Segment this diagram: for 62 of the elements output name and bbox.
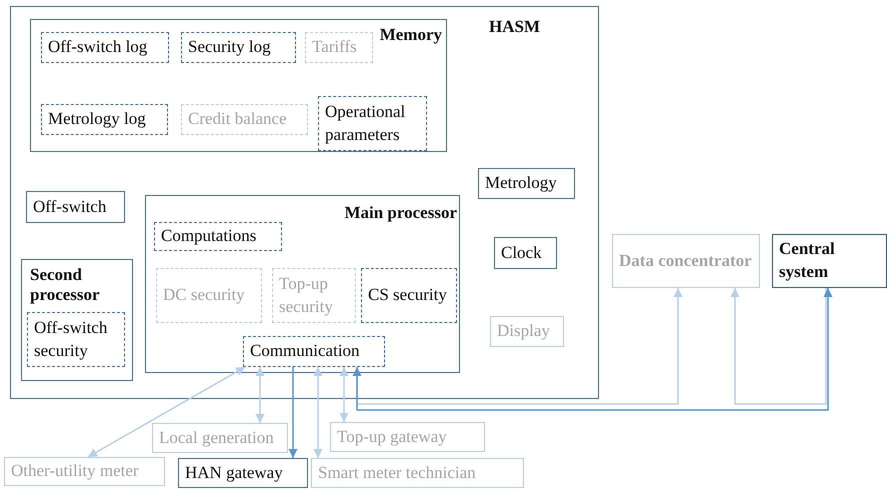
- component-label: Other-utility meter: [11, 460, 139, 482]
- component-label: HAN gateway: [185, 462, 283, 484]
- component-box: [305, 32, 373, 63]
- component-label: Central system: [779, 238, 836, 283]
- arrow: [256, 367, 264, 423]
- container-box: [145, 195, 460, 373]
- component-label: Clock: [501, 242, 542, 264]
- component-box: [478, 168, 575, 199]
- component-box: [494, 237, 557, 269]
- component-box: [318, 96, 427, 151]
- component-label: Computations: [161, 225, 256, 248]
- component-box: [181, 32, 296, 63]
- arrow: [88, 366, 246, 458]
- container-title: HASM: [489, 17, 540, 37]
- arrow: [340, 367, 348, 422]
- component-box: [330, 422, 485, 452]
- component-label: Operational parameters: [325, 100, 406, 146]
- component-label: Display: [497, 320, 550, 342]
- component-label: Off-switch: [33, 196, 106, 218]
- container-title: Memory: [380, 25, 442, 45]
- component-label: DC security: [163, 284, 245, 306]
- component-box: [490, 316, 564, 347]
- component-box: [41, 104, 168, 135]
- container-title: Main processor: [344, 203, 457, 223]
- component-box: [4, 457, 165, 486]
- component-label: Metrology log: [48, 108, 146, 130]
- component-label: Tariffs: [312, 36, 357, 58]
- arrow: [288, 367, 298, 458]
- component-label: Top-up gateway: [337, 426, 447, 448]
- arrow: [730, 288, 827, 405]
- container-box: [10, 6, 599, 399]
- component-label: Communication: [250, 340, 360, 362]
- component-box: [243, 336, 385, 367]
- component-label: Credit balance: [188, 108, 287, 130]
- container-box: [30, 19, 447, 152]
- component-box: [361, 268, 457, 323]
- arrow: [352, 288, 832, 411]
- component-label: Off-switch security: [34, 316, 108, 362]
- component-box: [612, 234, 760, 288]
- component-box: [181, 104, 308, 135]
- component-label: CS security: [368, 284, 447, 306]
- component-box: [26, 191, 125, 223]
- arrow: [356, 288, 682, 405]
- component-label: Top-up security: [279, 272, 334, 318]
- component-box: [772, 234, 887, 288]
- component-label: Local generation: [159, 426, 274, 449]
- component-box: [27, 312, 125, 367]
- component-label: Security log: [188, 36, 271, 58]
- component-label: Off-switch log: [48, 36, 148, 58]
- component-box: [178, 458, 308, 488]
- component-label: Metrology: [485, 172, 557, 194]
- component-box: [156, 268, 262, 323]
- component-box: [41, 32, 169, 63]
- component-box: [152, 423, 288, 453]
- container-box: [21, 259, 133, 381]
- container-title: Second processor: [30, 265, 101, 304]
- component-box: [311, 458, 524, 488]
- component-box: [154, 222, 282, 251]
- component-box: [272, 268, 356, 323]
- component-label: Data concentrator: [619, 250, 752, 272]
- component-label: Smart meter technician: [318, 462, 476, 484]
- arrow: [314, 367, 322, 458]
